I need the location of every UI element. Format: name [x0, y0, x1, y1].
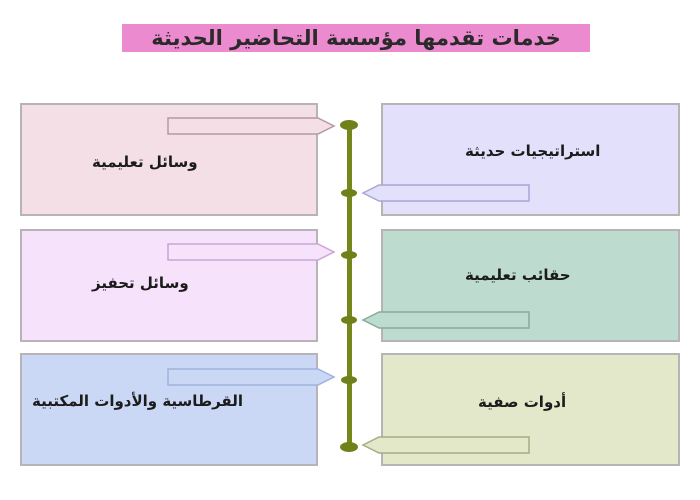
- timeline-spine: [347, 124, 352, 446]
- right-box-2-arrow-tab: [361, 311, 530, 329]
- left-box-1-arrow-tab: [167, 117, 336, 135]
- left-box-1-label: وسائل تعليمية: [92, 153, 198, 171]
- diagram-title: خدمات تقدمها مؤسسة التحاضير الحديثة: [122, 24, 590, 52]
- spine-node: [341, 189, 357, 197]
- right-box-2-label: حقائب تعليمية: [465, 266, 571, 284]
- right-box-1-label: استراتيجيات حديثة: [465, 142, 601, 160]
- spine-node-top: [340, 120, 358, 130]
- right-box-1-arrow-tab: [361, 184, 530, 202]
- spine-node-bottom: [340, 442, 358, 452]
- left-box-3-arrow-tab: [167, 368, 336, 386]
- left-box-2: وسائل تحفيز: [20, 229, 318, 342]
- left-box-2-label: وسائل تحفيز: [92, 274, 189, 292]
- spine-node: [341, 251, 357, 259]
- spine-node: [341, 376, 357, 384]
- right-box-3-label: أدوات صفية: [478, 393, 567, 411]
- spine-node: [341, 316, 357, 324]
- left-box-3-label: القرطاسية والأدوات المكتبية: [32, 392, 243, 410]
- right-box-3-arrow-tab: [361, 436, 530, 454]
- left-box-2-arrow-tab: [167, 243, 336, 261]
